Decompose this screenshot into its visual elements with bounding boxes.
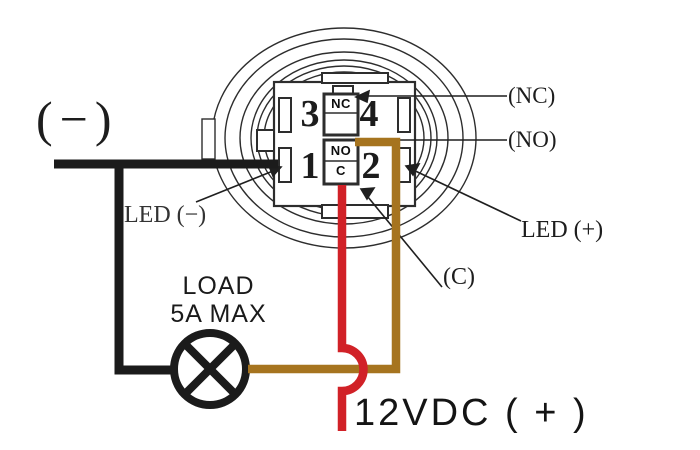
load-label-line1: LOAD [182, 272, 255, 300]
no-contact-label: NO [330, 143, 352, 158]
nc-callout-label: (NC) [508, 83, 556, 108]
led-positive-arrowhead [404, 162, 421, 177]
no-c-contact-box [322, 138, 360, 186]
common-contact-label: C [336, 163, 346, 178]
nc-contact-box [322, 92, 360, 137]
led-positive-leader-line [408, 167, 522, 222]
anti-rotation-lug [201, 118, 216, 160]
led-positive-label: LED (+) [521, 217, 604, 243]
terminal-block-left-lug [256, 129, 275, 152]
common-arrowhead [359, 187, 376, 201]
led-negative-label: LED (−) [124, 202, 207, 228]
terminal-block-top-tab [321, 72, 389, 84]
terminal-2-number: 2 [361, 145, 381, 187]
nc-leader-arrowhead [354, 89, 371, 104]
terminal-1-number: 1 [300, 145, 320, 187]
terminal-4-pin-slot [397, 97, 411, 133]
supply-positive-label: 12VDC ( + ) [354, 392, 589, 434]
positive-supply-wire-red [337, 185, 368, 431]
terminal-3-number: 3 [300, 93, 320, 135]
terminal-1-pin-slot [278, 147, 292, 183]
no-callout-label: (NO) [508, 127, 557, 152]
load-rating-label: LOAD 5A MAX [146, 272, 291, 328]
negative-branch-wire-to-load [114, 162, 176, 375]
lamp-cross-line-2 [182, 341, 238, 397]
load-label-line2: 5A MAX [170, 300, 267, 328]
supply-negative-label: (−) [36, 91, 119, 147]
load-wire-brown [248, 137, 401, 374]
terminal-block-bottom-tab [321, 204, 389, 219]
common-leader-line [362, 190, 443, 288]
terminal-3-pin-slot [278, 97, 292, 133]
led-negative-leader-line [195, 168, 279, 203]
callout-leader-lines [195, 89, 522, 288]
common-callout-label: (C) [443, 264, 475, 290]
nc-contact-label: NC [331, 96, 351, 111]
terminal-4-number: 4 [359, 93, 379, 135]
load-lamp-symbol [170, 329, 250, 409]
